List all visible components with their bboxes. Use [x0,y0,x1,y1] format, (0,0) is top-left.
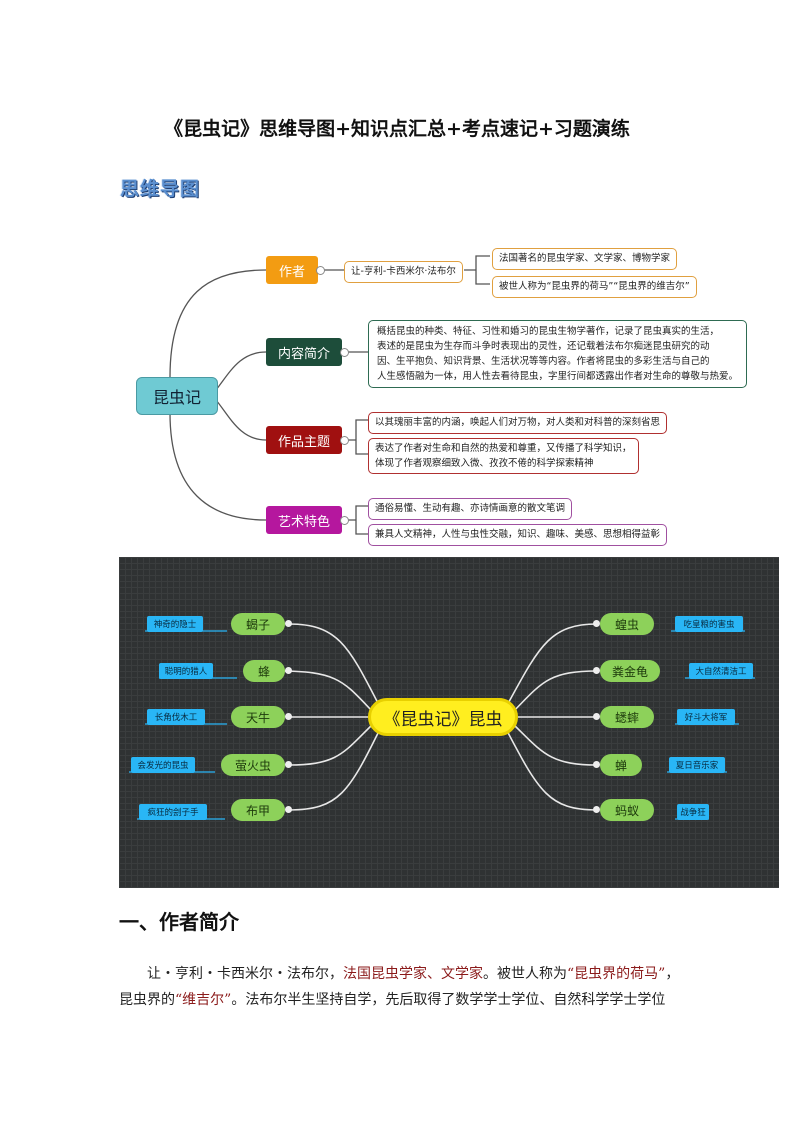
insect-node: 蝎子 [231,613,285,635]
insect-desc-tag: 神奇的隐士 [147,616,203,632]
collapse-dot-icon [285,620,292,627]
paragraph-line-1: 让・亨利・卡西米尔・法布尔，法国昆虫学家、文学家。被世人称为“昆虫界的荷马”， [119,962,679,986]
insect-desc-tag: 长角伐木工 [147,709,205,725]
text-run: 。被世人称为 [483,966,567,982]
insect-node: 天牛 [231,706,285,728]
collapse-dot-icon [340,516,349,525]
branch-art-features: 艺术特色 [266,506,342,534]
mindmap-overview-connectors [169,255,490,535]
summary-line: 概括昆虫的种类、特征、习性和婚习的昆虫生物学著作，记录了昆虫真实的生活， [377,326,720,337]
insect-desc-tag: 吃皇粮的害虫 [675,616,743,632]
collapse-dot-icon [593,620,600,627]
collapse-dot-icon [285,713,292,720]
collapse-dot-icon [593,713,600,720]
insect-desc-tag: 夏日音乐家 [669,757,725,773]
collapse-dot-icon [316,266,325,275]
author-name-node: 让-亨利-卡西米尔·法布尔 [344,261,463,283]
collapse-dot-icon [285,667,292,674]
art-leaf: 兼具人文精神，人性与虫性交融，知识、趣味、美感、思想相得益彰 [368,524,668,546]
collapse-dot-icon [285,806,292,813]
text-run: ， [665,966,680,982]
insect-node: 蝗虫 [600,613,654,635]
summary-line: 因、生平抱负、知识背景、生活状况等等内容。作者将昆虫的多彩生活与自己的 [377,356,710,367]
section-heading: 一、作者简介 [119,910,239,934]
author-leaf: 被世人称为“昆虫界的荷马”“昆虫界的维吉尔” [492,276,697,298]
collapse-dot-icon [593,667,600,674]
summary-line: 人生感悟融为一体，用人性去看待昆虫，字里行间都透露出作者对生命的尊敬与热爱。 [377,371,739,382]
summary-leaf: 概括昆虫的种类、特征、习性和婚习的昆虫生物学著作，记录了昆虫真实的生活， 表述的… [368,320,748,388]
mindmap-overview: 昆虫记 作者 让-亨利-卡西米尔·法布尔 法国著名的昆虫学家、文学家、博物学家 … [130,232,770,550]
summary-line: 表述的是昆虫为生存而斗争时表现出的灵性，还记载着法布尔痴迷昆虫研究的动 [377,341,710,352]
insect-node: 蜂 [243,660,285,682]
text-run: 昆虫界的 [119,992,175,1008]
collapse-dot-icon [340,436,349,445]
insect-desc-tag: 会发光的昆虫 [131,757,195,773]
theme-leaf: 以其瑰丽丰富的内涵，唤起人们对万物，对人类和对科普的深刻省思 [368,412,668,434]
insect-desc-tag: 好斗大将军 [677,709,735,725]
collapse-dot-icon [593,806,600,813]
theme-leaf: 表达了作者对生命和自然的热爱和尊重，又传播了科学知识， 体现了作者观察细致入微、… [368,438,639,474]
insect-node: 布甲 [231,799,285,821]
text-run: 让・亨利・卡西米尔・法布尔， [147,966,343,982]
insects-center-node: 《昆虫记》昆虫 [368,698,518,736]
document-title: 《昆虫记》思维导图+知识点汇总+考点速记+习题演练 [164,118,630,140]
author-leaf: 法国著名的昆虫学家、文学家、博物学家 [492,248,678,270]
branch-summary: 内容简介 [266,338,342,366]
insect-desc-tag: 战争狂 [677,804,709,820]
mindmap-insects: 《昆虫记》昆虫 蝎子 神奇的隐士 蜂 聪明的猎人 天牛 长角伐木工 萤火虫 会发… [119,557,779,888]
text-run: 。法布尔半生坚持自学，先后取得了数学学士学位、自然科学学士学位 [231,992,666,1008]
insect-desc-tag: 大自然清洁工 [689,663,753,679]
highlight-text: “维吉尔” [175,992,232,1008]
mindmap-center-node: 昆虫记 [136,377,218,415]
insect-desc-tag: 疯狂的刽子手 [139,804,207,820]
insect-node: 萤火虫 [221,754,285,776]
highlight-text: 法国昆虫学家、文学家 [343,966,483,982]
theme-line: 表达了作者对生命和自然的热爱和尊重，又传播了科学知识， [375,443,632,454]
theme-line: 体现了作者观察细致入微、孜孜不倦的科学探索精神 [375,458,594,469]
insect-node: 蟋蟀 [600,706,654,728]
paragraph-line-2: 昆虫界的“维吉尔”。法布尔半生坚持自学，先后取得了数学学士学位、自然科学学士学位 [119,988,679,1012]
collapse-dot-icon [593,761,600,768]
insect-node: 粪金龟 [600,660,660,682]
branch-author: 作者 [266,256,318,284]
insect-node: 蚂蚁 [600,799,654,821]
collapse-dot-icon [285,761,292,768]
collapse-dot-icon [340,348,349,357]
highlight-text: “昆虫界的荷马” [567,966,666,982]
art-leaf: 通俗易懂、生动有趣、亦诗情画意的散文笔调 [368,498,573,520]
branch-theme: 作品主题 [266,426,342,454]
insect-node: 蝉 [600,754,642,776]
insect-desc-tag: 聪明的猎人 [159,663,213,679]
section-banner: 思维导图 [120,178,201,200]
